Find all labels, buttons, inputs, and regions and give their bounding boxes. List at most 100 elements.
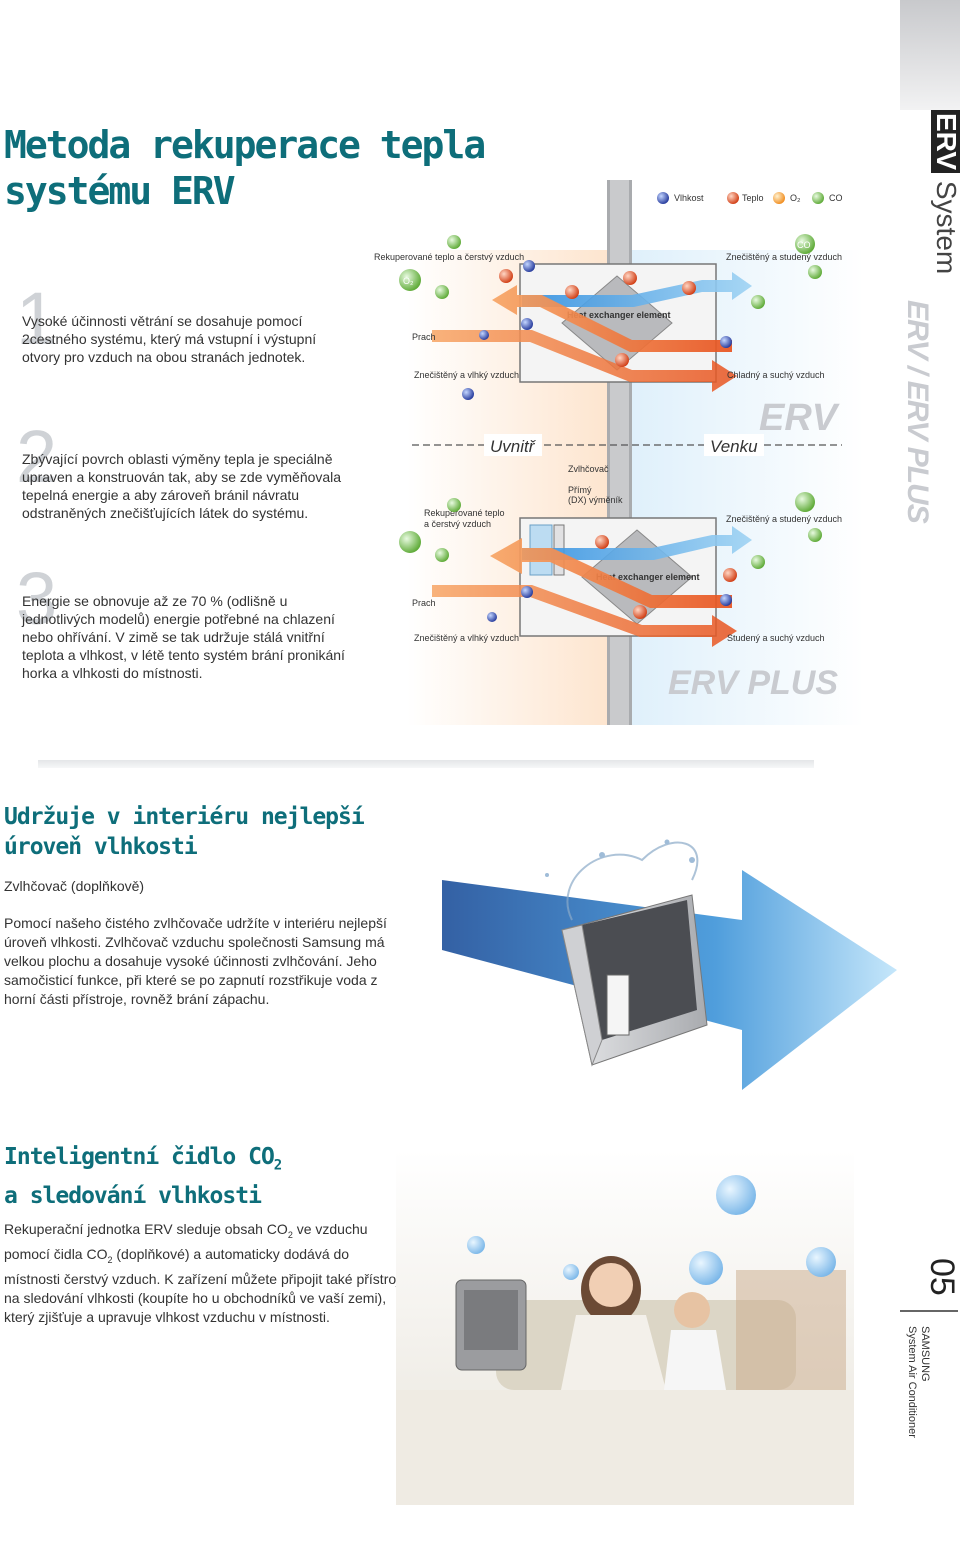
sensor-grille [464, 1290, 518, 1350]
humidity-text: Pomocí našeho čistého zvlhčovače udržíte… [4, 915, 387, 1007]
sensor-title: Inteligentní čidlo CO2 a sledování vlhko… [4, 1142, 282, 1211]
humidity-ball [523, 260, 535, 272]
legend-o2: O₂ [790, 193, 801, 203]
step-number: 2 [16, 415, 58, 498]
outside-label: Venku [710, 437, 758, 456]
section-divider [38, 760, 814, 768]
humidifier-illustration [442, 800, 897, 1090]
water-drop [545, 873, 549, 877]
humidifier-label: Zvlhčovač [568, 464, 609, 474]
heat-ball [682, 281, 696, 295]
heat-ball [633, 605, 647, 619]
erv-diagram: Vlhkost Teplo O₂ CO Heat exchanger eleme… [372, 180, 864, 725]
heat-ball [565, 285, 579, 299]
humidity-ball [487, 612, 497, 622]
humidity-ball [521, 586, 533, 598]
o2-bubble [467, 1236, 485, 1254]
living-room-svg [396, 1150, 854, 1505]
step-text: Energie se obnovuje až ze 70 % (odlišně … [22, 593, 345, 681]
o2-bubble [447, 235, 461, 249]
child-face [674, 1292, 710, 1328]
co-bubble [808, 528, 822, 542]
inside-label: Uvnitř [490, 437, 537, 456]
humidity-title-line1: Udržuje v interiéru nejlepší [4, 804, 365, 830]
erv-recovered-label: Rekuperované teplo a čerstvý vzduch [374, 252, 524, 262]
sidebar-series: ERV System [898, 110, 960, 274]
plus-exhaust-arrow [432, 585, 737, 647]
o2-bubble [689, 1251, 723, 1285]
sidebar-model-names: ERV / ERV PLUS [901, 300, 934, 523]
child-body [664, 1330, 726, 1390]
step-number: 1 [16, 277, 58, 360]
water-splash [566, 841, 699, 921]
co-bubble [751, 295, 765, 309]
page-number: 05 [923, 1258, 960, 1296]
living-room-illustration [396, 1150, 854, 1505]
plus-polluted-cold-label: Znečištěný a studený vzduch [726, 514, 842, 524]
co-mark: CO [797, 240, 811, 250]
co-bubble [795, 492, 815, 512]
step-3: 3 Energie se obnovuje až ze 70 % (odlišn… [16, 562, 352, 682]
page-title-line1: Metoda rekuperace tepla [4, 123, 486, 167]
step-text: Vysoké účinnosti větrání se dosahuje pom… [22, 313, 317, 365]
o2-bubble [399, 269, 421, 291]
humidifier-svg [442, 839, 897, 1090]
step-1: 1 Vysoké účinnosti větrání se dosahuje p… [16, 282, 352, 366]
legend-heat: Teplo [742, 193, 764, 203]
o2-mark: O₂ [403, 276, 414, 286]
water-drop [664, 839, 670, 845]
heat-ball [723, 568, 737, 582]
sidebar-system: System [931, 180, 960, 275]
warm-air-arrow [492, 285, 732, 352]
o2-bubble [716, 1175, 756, 1215]
co-ball [812, 192, 824, 204]
humidity-title-line2: úroveň vlhkosti [4, 834, 198, 860]
step-number: 3 [16, 557, 58, 640]
plus-recovered-label-1: Rekuperované teplo [424, 508, 505, 518]
plus-cold-dry-label: Studený a suchý vzduch [727, 633, 825, 643]
humidifier-frame [561, 924, 603, 1067]
o2-bubble [806, 1247, 836, 1277]
heat-ball [727, 192, 739, 204]
erv-polluted-humid-label: Znečištěný a vlhký vzduch [414, 370, 519, 380]
humidity-ball [462, 388, 474, 400]
sensor-title-line2: a sledování vlhkosti [4, 1182, 262, 1209]
o2-bubble [435, 285, 449, 299]
humidifier-label-plate [606, 974, 630, 1036]
sidebar-erv-tag: ERV [931, 110, 960, 174]
humidity-ball [657, 192, 669, 204]
legend-co: CO [829, 193, 843, 203]
o2-bubble [435, 548, 449, 562]
sidebar-rule [900, 1310, 958, 1312]
erv-plus-element-label: Heat exchanger element [596, 572, 700, 582]
humidity-ball [720, 336, 732, 348]
heat-ball [615, 353, 629, 367]
sidebar-top-band [900, 0, 960, 110]
heat-ball [499, 269, 513, 283]
cold-air-arrow [522, 272, 752, 307]
o2-bubble [447, 498, 461, 512]
floor [396, 1390, 854, 1505]
plus-cold-air-arrow [522, 526, 752, 560]
plus-dust-label: Prach [412, 598, 436, 608]
humidity-ball [521, 318, 533, 330]
mother-body [561, 1315, 666, 1390]
plus-warm-air-arrow [490, 538, 732, 608]
plus-polluted-humid-label: Znečištěný a vlhký vzduch [414, 633, 519, 643]
inside-label-bg [484, 434, 542, 456]
brand-product: System Air Conditioner [906, 1326, 918, 1438]
erv-label: ERV [759, 397, 840, 439]
humidity-subtitle: Zvlhčovač (doplňkově) [4, 878, 145, 894]
co-bubble [808, 265, 822, 279]
humidity-title: Udržuje v interiéru nejlepší úroveň vlhk… [4, 802, 365, 862]
legend-humidity: Vlhkost [674, 193, 704, 203]
mother-face [589, 1263, 633, 1307]
water-drop [689, 857, 695, 863]
erv-diagram-svg: Vlhkost Teplo O₂ CO Heat exchanger eleme… [374, 180, 864, 725]
o2-ball [773, 192, 785, 204]
brand-name: SAMSUNG [919, 1326, 931, 1382]
wall-inner [610, 180, 629, 725]
erv-dust-label: Prach [412, 332, 436, 342]
sensor-text: Rekuperační jednotka ERV sleduje obsah C… [4, 1221, 400, 1325]
o2-bubble [563, 1264, 579, 1280]
